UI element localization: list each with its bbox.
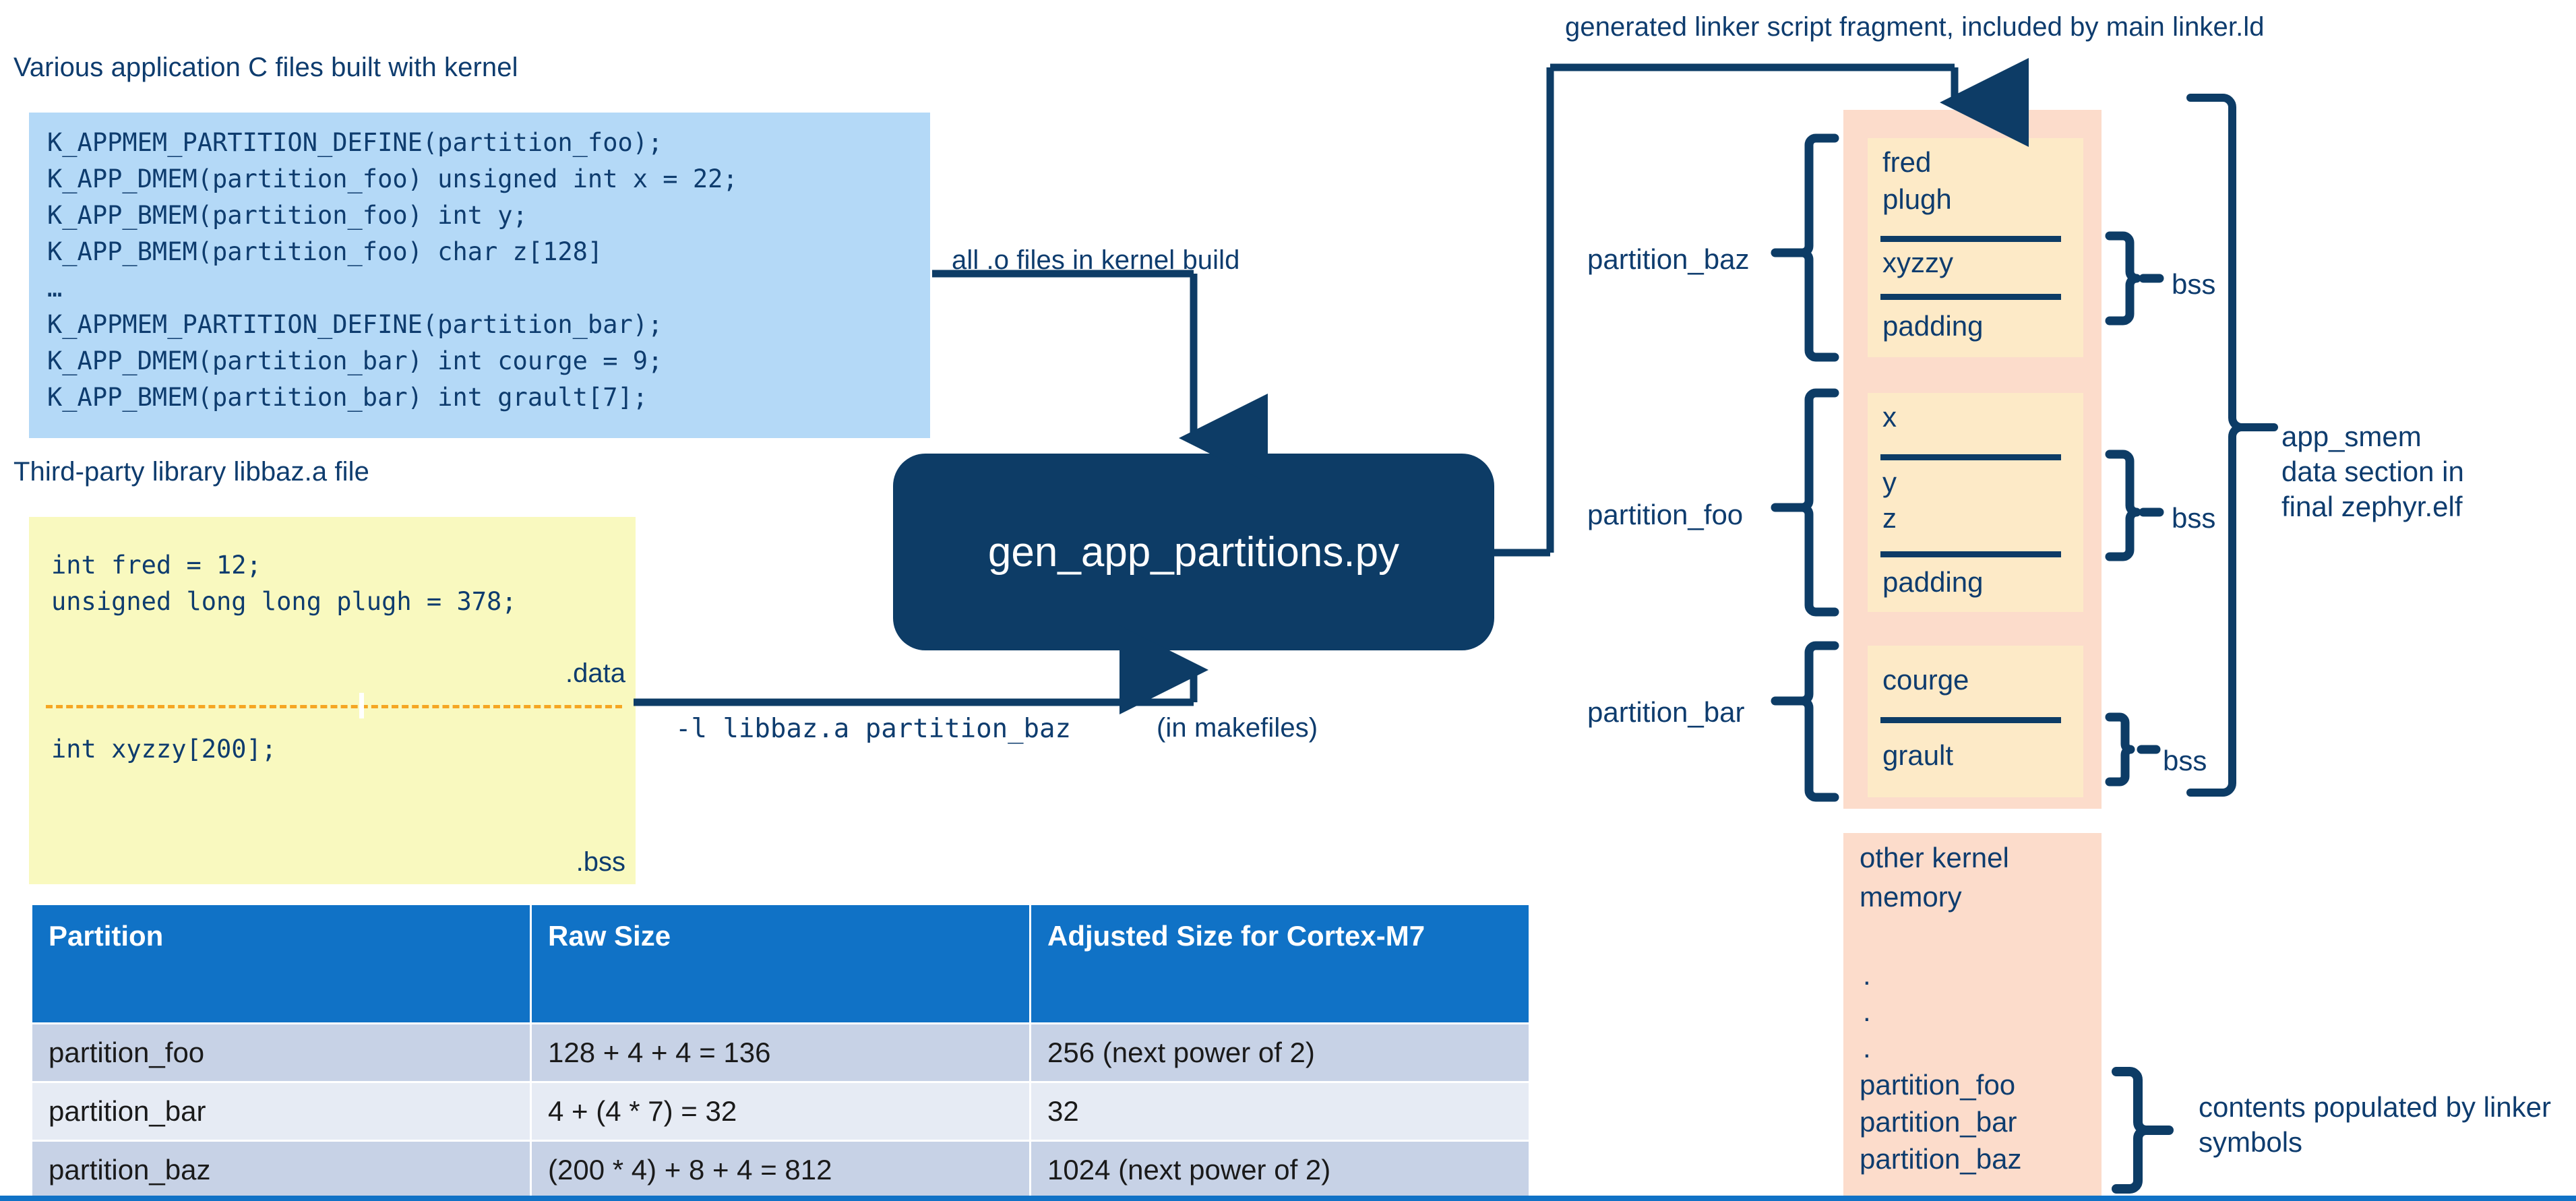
divider-tick xyxy=(359,693,364,718)
gen-app-partitions-label: gen_app_partitions.py xyxy=(987,528,1400,576)
app-files-caption: Various application C files built with k… xyxy=(13,53,518,82)
partition-foo-label: partition_foo xyxy=(1587,499,1744,530)
partition-baz-label: partition_baz xyxy=(1587,243,1750,275)
partition-bar-bracket xyxy=(1798,641,1839,802)
partition-foo-block xyxy=(1868,393,2083,612)
bss-bracket-foo xyxy=(2105,450,2141,561)
all-o-files-arrow-label: all .o files in kernel build xyxy=(952,245,1240,275)
partition-baz-entry-padding: padding xyxy=(1882,310,1984,342)
partition-foo-entry-z: z xyxy=(1882,502,1897,534)
partition-size-table: Partition Raw Size Adjusted Size for Cor… xyxy=(30,903,1531,1200)
partition-baz-entry-fred: fred xyxy=(1882,146,1932,178)
partition-bar-entry-courge: courge xyxy=(1882,664,1969,696)
table-cell-adjusted-size: 1024 (next power of 2) xyxy=(1029,1140,1531,1200)
table-cell-raw-size: 4 + (4 * 7) = 32 xyxy=(530,1081,1031,1142)
app-c-files-code: K_APPMEM_PARTITION_DEFINE(partition_foo)… xyxy=(47,128,738,412)
bss-label-bar: bss xyxy=(2163,745,2207,776)
data-section-label: .data xyxy=(565,658,625,688)
partition-foo-entry-x: x xyxy=(1882,401,1897,433)
partition-baz-divider-1 xyxy=(1880,236,2061,242)
partition-foo-divider-1 xyxy=(1880,454,2061,460)
table-row: partition_foo 128 + 4 + 4 = 136 256 (nex… xyxy=(30,1022,1531,1083)
table-cell-partition: partition_foo xyxy=(30,1022,532,1083)
table-header-row: Partition Raw Size Adjusted Size for Cor… xyxy=(30,903,1531,1024)
table-cell-adjusted-size: 256 (next power of 2) xyxy=(1029,1022,1531,1083)
library-caption: Third-party library libbaz.a file xyxy=(13,457,369,487)
table-cell-partition: partition_bar xyxy=(30,1081,532,1142)
table-cell-raw-size: 128 + 4 + 4 = 136 xyxy=(530,1022,1031,1083)
partition-bar-label: partition_bar xyxy=(1587,696,1745,728)
app-smem-brace xyxy=(2186,94,2246,797)
bss-bracket-bar xyxy=(2105,712,2135,787)
in-makefiles-label: (in makefiles) xyxy=(1157,713,1318,743)
partition-baz-entry-xyzzy: xyzzy xyxy=(1882,247,1953,278)
table-cell-partition: partition_baz xyxy=(30,1140,532,1200)
bottom-rule xyxy=(0,1196,2576,1201)
table-header-raw-size: Raw Size xyxy=(530,903,1031,1024)
linker-symbols-brace xyxy=(2112,1067,2151,1194)
partition-baz-divider-2 xyxy=(1880,294,2061,300)
partition-baz-bracket xyxy=(1798,133,1839,362)
partition-baz-block xyxy=(1868,138,2083,357)
partition-baz-entry-plugh: plugh xyxy=(1882,183,1952,215)
partition-foo-bracket xyxy=(1798,388,1839,617)
table-row: partition_bar 4 + (4 * 7) = 32 32 xyxy=(30,1081,1531,1142)
bss-bracket-baz xyxy=(2105,231,2141,326)
partition-bar-entry-grault: grault xyxy=(1882,739,1954,771)
libbaz-link-flag-label: -l libbaz.a partition_baz xyxy=(675,714,1071,744)
bss-label-baz: bss xyxy=(2172,268,2216,300)
linker-fragment-caption: generated linker script fragment, includ… xyxy=(1565,12,2265,42)
libbaz-data-code: int fred = 12; unsigned long long plugh … xyxy=(51,551,517,616)
table-header-adjusted-size: Adjusted Size for Cortex-M7 xyxy=(1029,903,1531,1024)
data-bss-divider xyxy=(46,705,622,708)
bss-label-foo: bss xyxy=(2172,502,2216,534)
libbaz-bss-code: int xyzzy[200]; xyxy=(51,735,277,764)
table-header-partition: Partition xyxy=(30,903,532,1024)
other-kernel-memory-block xyxy=(1843,833,2102,1201)
partition-foo-entry-y: y xyxy=(1882,466,1897,498)
app-c-files-code-box: K_APPMEM_PARTITION_DEFINE(partition_foo)… xyxy=(29,113,930,438)
table-row: partition_baz (200 * 4) + 8 + 4 = 812 10… xyxy=(30,1140,1531,1200)
other-kernel-memory-dots: ... xyxy=(1863,959,1871,1064)
libbaz-code-box xyxy=(29,517,636,884)
table-cell-raw-size: (200 * 4) + 8 + 4 = 812 xyxy=(530,1140,1031,1200)
table-cell-adjusted-size: 32 xyxy=(1029,1081,1531,1142)
partition-bar-divider-1 xyxy=(1880,717,2061,723)
gen-app-partitions-box[interactable]: gen_app_partitions.py xyxy=(893,454,1494,650)
partition-foo-divider-2 xyxy=(1880,551,2061,557)
bss-section-label: .bss xyxy=(576,847,625,877)
partition-foo-entry-padding: padding xyxy=(1882,566,1984,598)
